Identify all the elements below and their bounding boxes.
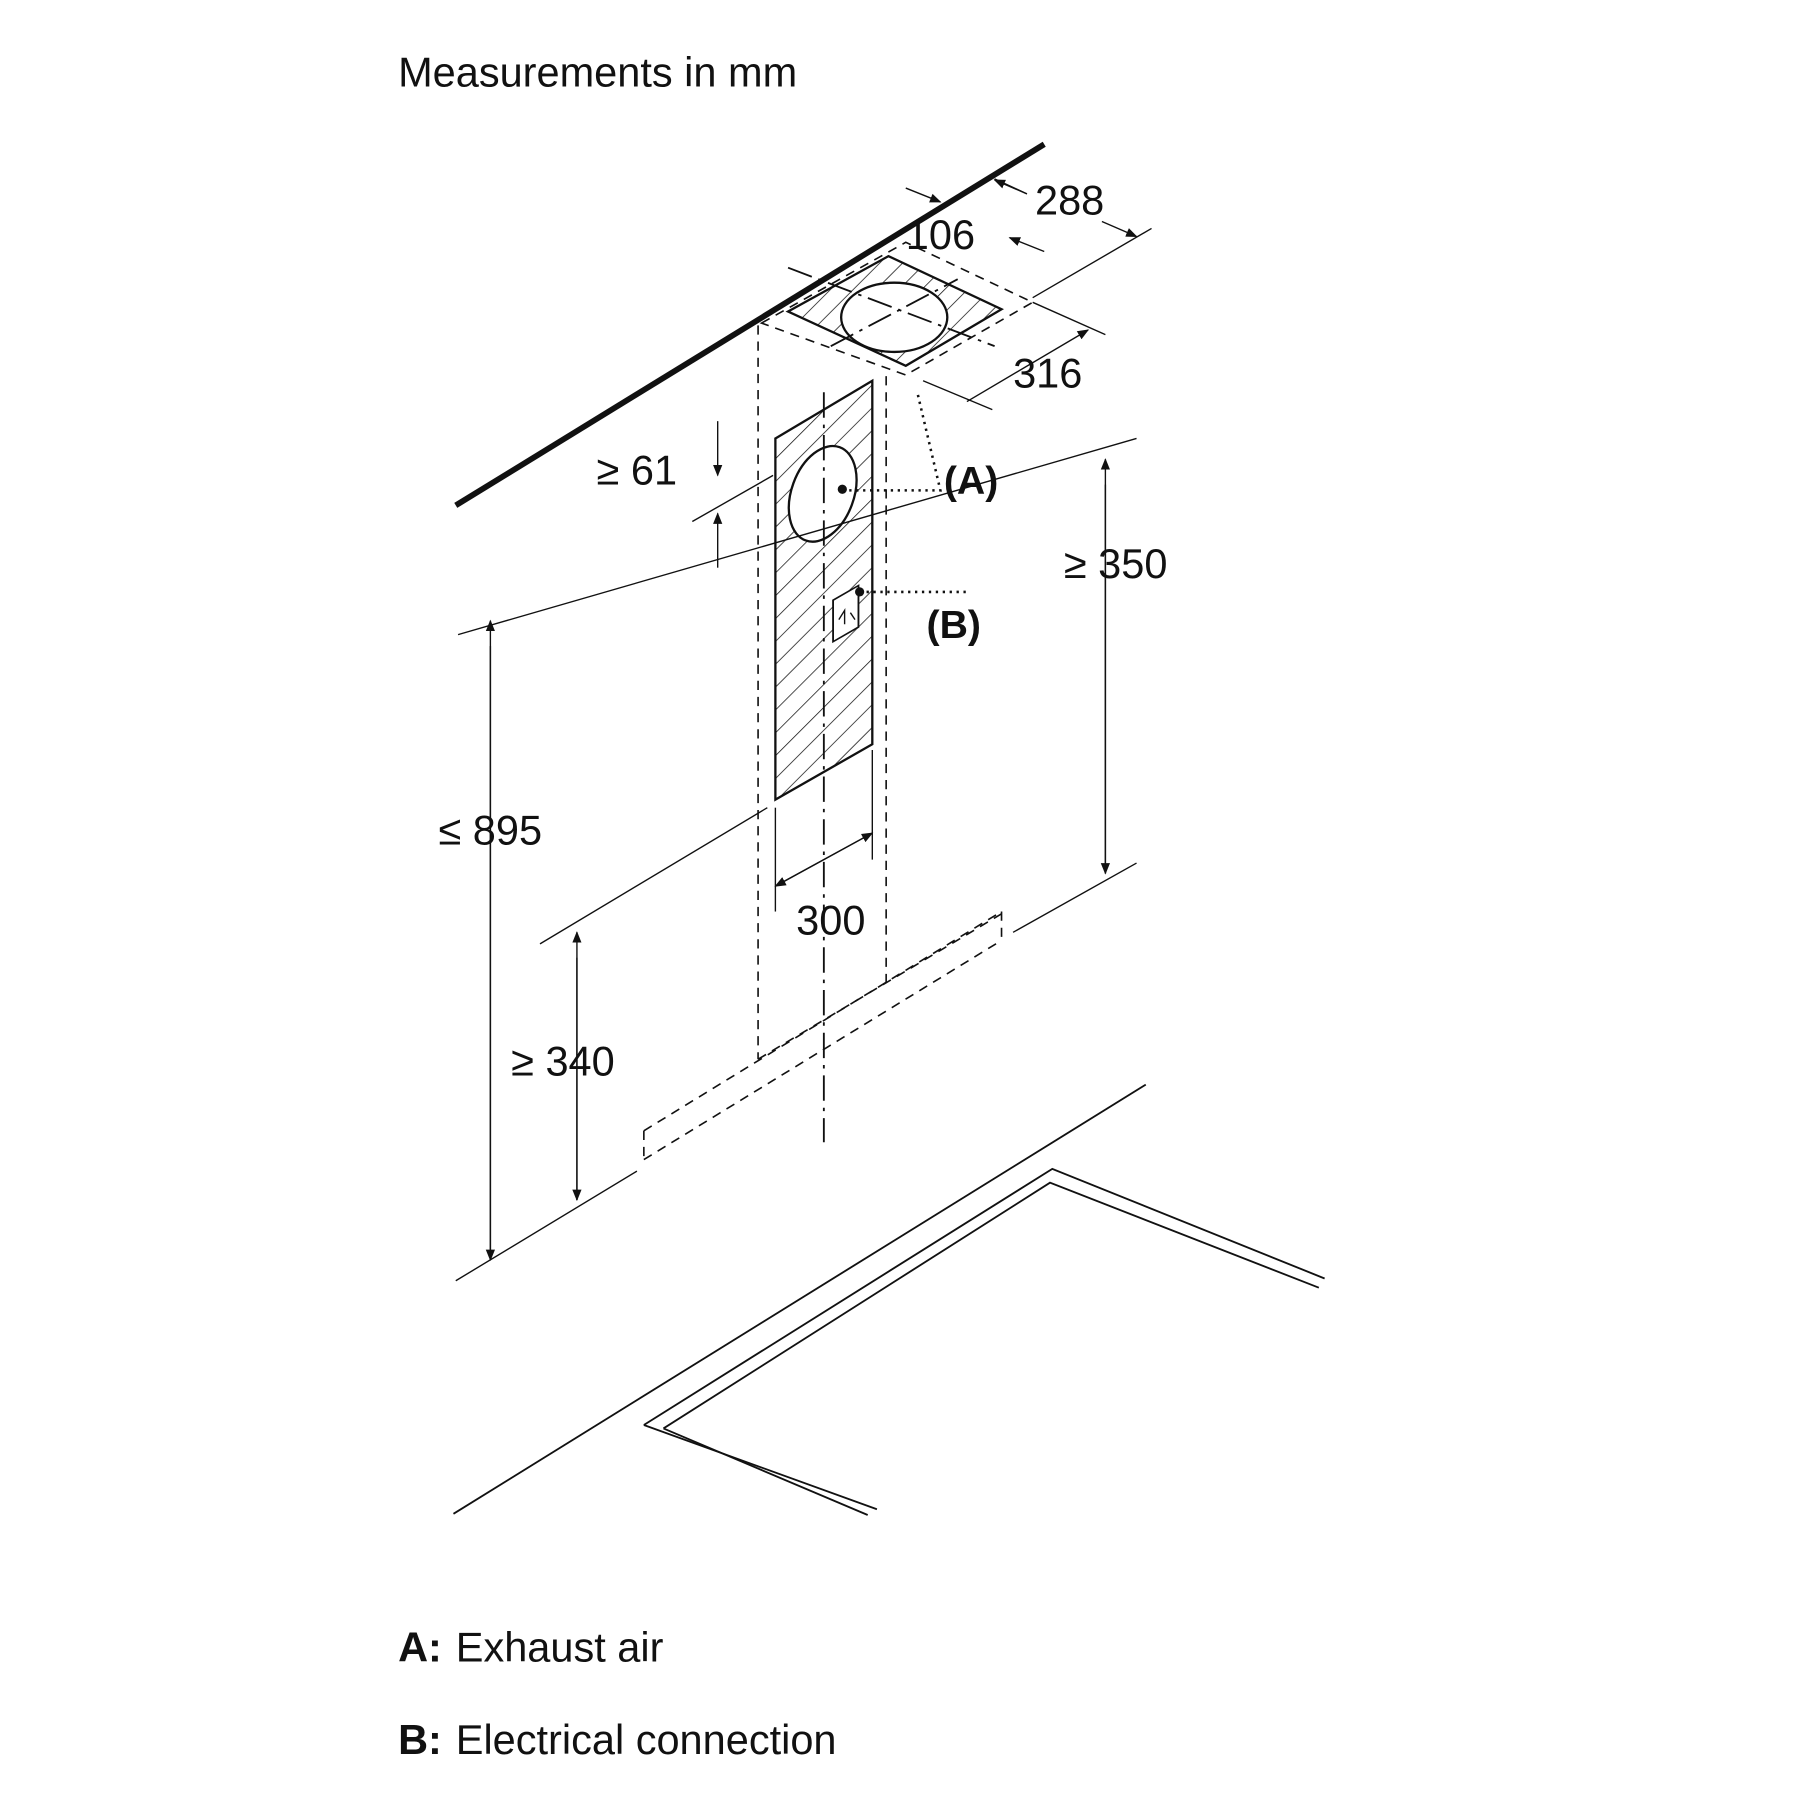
dimension-arrows bbox=[485, 178, 1138, 1262]
electrical-socket-icon bbox=[832, 584, 860, 644]
legend-b-text: Electrical connection bbox=[456, 1716, 837, 1763]
dim-895: ≤ 895 bbox=[438, 807, 542, 854]
dim-300: 300 bbox=[796, 897, 865, 944]
chimney-outline bbox=[643, 325, 1003, 1161]
legend-a-text: Exhaust air bbox=[456, 1624, 664, 1671]
dim-61: ≥ 61 bbox=[597, 447, 678, 494]
legend-b: B: Electrical connection bbox=[398, 1716, 836, 1763]
dim-288: 288 bbox=[1035, 177, 1104, 224]
diagram-title: Measurements in mm bbox=[398, 49, 797, 96]
dim-106: 106 bbox=[906, 211, 975, 258]
ceiling-cutout bbox=[759, 241, 1035, 376]
wall-cutout bbox=[774, 378, 874, 802]
worktop-hob bbox=[452, 1083, 1325, 1516]
dim-350: ≥ 350 bbox=[1064, 540, 1168, 587]
dim-340: ≥ 340 bbox=[511, 1037, 615, 1084]
extension-lines bbox=[455, 227, 1152, 1282]
ceiling-line bbox=[454, 141, 1046, 508]
legend-a-key: A: bbox=[398, 1624, 442, 1671]
legend-a: A: Exhaust air bbox=[398, 1624, 664, 1671]
dim-316: 316 bbox=[1013, 350, 1082, 397]
callout-b: (B) bbox=[927, 603, 981, 647]
legend-b-key: B: bbox=[398, 1716, 442, 1763]
